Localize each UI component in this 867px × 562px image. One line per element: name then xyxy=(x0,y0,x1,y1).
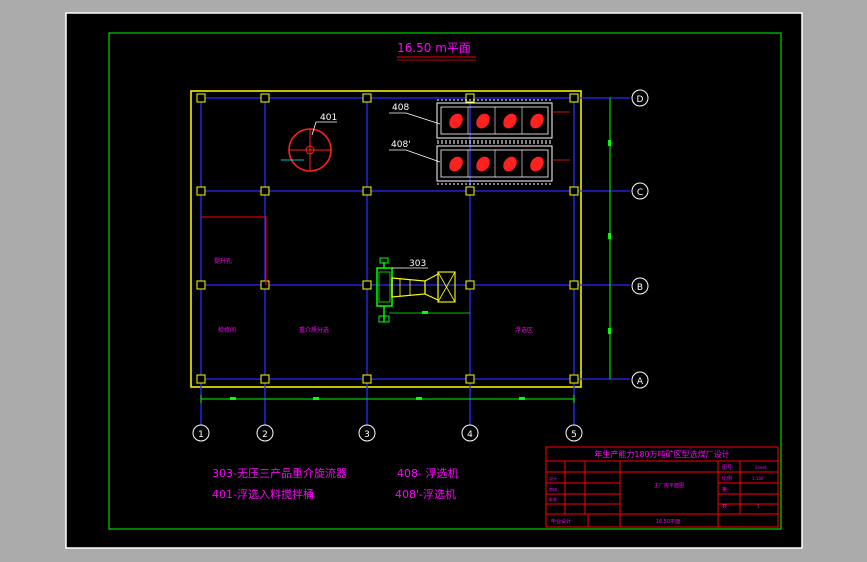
col-bubble-5: 5 xyxy=(565,424,583,442)
column-markers xyxy=(196,93,579,384)
titleblock-r1-label: 图号 xyxy=(722,465,732,471)
page-title: 16.50 m平面 xyxy=(397,41,471,55)
tank-401 xyxy=(281,121,337,172)
tag-401: 401 xyxy=(320,113,337,123)
inner-border xyxy=(108,32,782,530)
cyclone-303 xyxy=(376,257,470,323)
grid-lines xyxy=(200,97,630,428)
titleblock-bottom-text: 16.50平面 xyxy=(656,519,680,525)
titleblock-r4-label: 共 xyxy=(722,503,727,510)
titleblock-r2-label: 比例 xyxy=(722,475,732,482)
svg-text:A: A xyxy=(637,377,644,387)
row-bubble-a: A xyxy=(631,371,649,389)
row-bubble-c: C xyxy=(631,182,649,200)
titleblock-bottom-left: 毕业设计 xyxy=(551,518,571,525)
room-label-2: 检修间 xyxy=(218,326,236,334)
col-bubble-3: 3 xyxy=(358,424,376,442)
titleblock-r4-value: 1 xyxy=(757,504,760,509)
building-outline xyxy=(190,90,582,388)
legend-303: 303-无压三产品重介旋流器 xyxy=(212,466,347,480)
tag-408b: 408' xyxy=(391,140,411,150)
title-block xyxy=(545,446,779,528)
svg-text:2: 2 xyxy=(262,430,268,440)
legend-408b: 408'-浮选机 xyxy=(395,487,456,501)
flotation-machine-408b xyxy=(436,142,570,185)
titleblock-heading: 年生产能力180万吨矿区型选煤厂设计 xyxy=(594,449,729,459)
titleblock-r2-value: 1:100 xyxy=(752,476,764,481)
svg-text:1: 1 xyxy=(198,430,204,440)
titleblock-l-row2: 设计 xyxy=(549,475,557,481)
col-bubble-2: 2 xyxy=(256,424,274,442)
bottom-dimension xyxy=(200,395,575,403)
tag-408: 408 xyxy=(392,103,409,113)
legend-408: 408- 浮选机 xyxy=(397,466,458,480)
paper-background xyxy=(66,13,802,548)
row-bubble-d: D xyxy=(631,89,649,107)
row-bubble-b: B xyxy=(631,277,649,295)
svg-text:5: 5 xyxy=(571,430,577,440)
svg-text:B: B xyxy=(637,283,643,293)
room-label-4: 浮选区 xyxy=(515,326,533,334)
col-bubble-1: 1 xyxy=(192,424,210,442)
legend-401: 401-浮选入料搅拌桶 xyxy=(212,487,314,501)
svg-text:C: C xyxy=(637,188,643,198)
col-bubble-4: 4 xyxy=(461,424,479,442)
room-label-3: 重介质分选 xyxy=(299,326,329,334)
leader-408-slant xyxy=(405,112,441,125)
titleblock-center-text: 主厂房平面图 xyxy=(654,482,684,489)
flotation-machine-408 xyxy=(436,99,570,142)
svg-text:D: D xyxy=(637,95,644,105)
svg-text:3: 3 xyxy=(364,430,370,440)
titleblock-r1-value: Sheet xyxy=(755,465,767,470)
titleblock-r3-label: 第 xyxy=(722,486,727,493)
outer-border xyxy=(65,12,803,549)
partition-wall xyxy=(201,216,267,285)
leader-408b-slant xyxy=(405,149,441,163)
right-dimension xyxy=(608,98,611,379)
room-label-1: 提升孔 xyxy=(214,257,232,265)
titleblock-l-row4: 批准 xyxy=(549,496,557,502)
svg-text:4: 4 xyxy=(467,430,473,440)
titleblock-l-row3: 审核 xyxy=(549,486,557,492)
tag-303: 303 xyxy=(409,259,426,269)
